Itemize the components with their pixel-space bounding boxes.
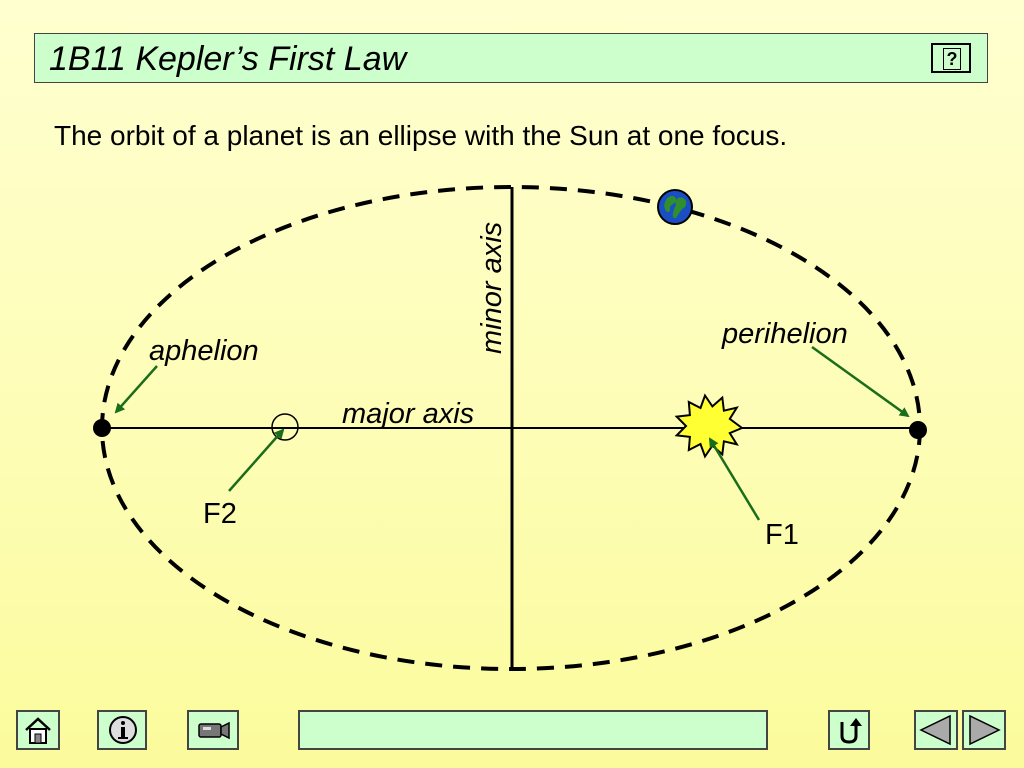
aphelion-label: aphelion [149,335,259,367]
focus-2-label: F2 [203,498,237,530]
planet-icon [657,189,693,225]
video-button[interactable] [187,710,239,750]
return-arrow-icon [840,718,862,744]
triangle-left-icon [919,714,951,746]
empty-focus-marker [271,413,299,441]
info-button[interactable] [97,710,147,750]
focus-1-arrow [708,437,761,521]
help-icon: ? [943,48,961,70]
major-axis-label: major axis [342,398,474,430]
info-icon [109,716,137,744]
sun-icon [674,393,745,459]
orbit-diagram: minor axis major axis aphelion perihelio… [93,185,927,671]
aphelion-point [93,419,111,437]
focus-2-arrow [228,428,285,492]
minor-axis-label: minor axis [476,222,508,354]
page-title: 1B11 Kepler’s First Law [49,40,407,78]
subtitle: The orbit of a planet is an ellipse with… [54,120,788,151]
home-icon [25,717,51,744]
triangle-right-icon [969,714,1001,746]
help-button[interactable]: ? [931,43,971,73]
return-button[interactable] [828,710,870,750]
previous-button[interactable] [914,710,958,750]
video-camera-icon [198,721,230,740]
next-button[interactable] [962,710,1006,750]
perihelion-arrow [811,345,910,418]
perihelion-label: perihelion [721,318,848,350]
focus-1-label: F1 [765,519,799,551]
home-button[interactable] [16,710,60,750]
perihelion-point [909,421,927,439]
title-bar: 1B11 Kepler’s First Law ? [34,33,988,83]
aphelion-arrow [114,365,158,414]
status-box [298,710,768,750]
